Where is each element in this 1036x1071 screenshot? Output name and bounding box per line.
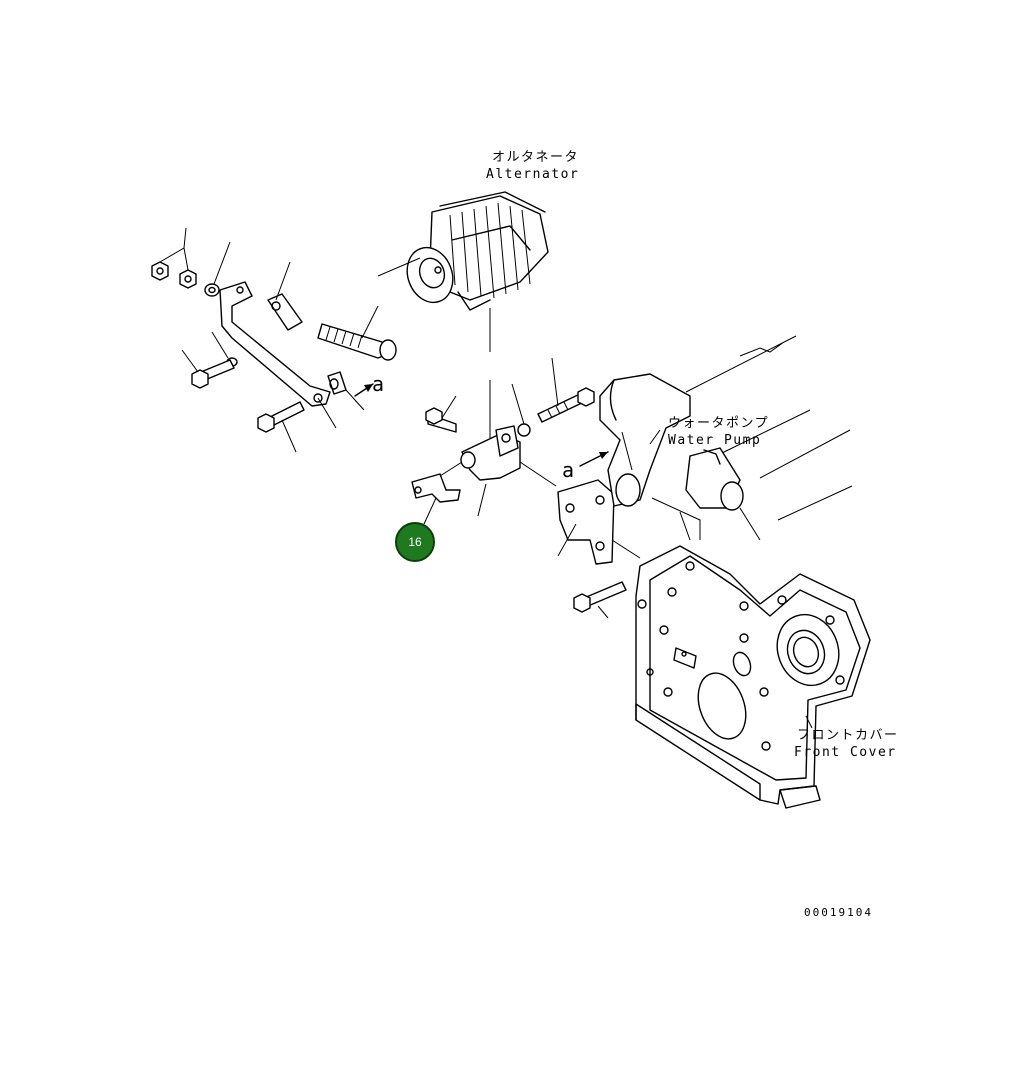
reference-mark-a: a: [372, 372, 385, 396]
water-pump-label-jp: ウォータポンプ: [668, 416, 770, 431]
water-pump-part: [599, 335, 853, 541]
upper-left-hardware: [151, 227, 397, 453]
part-callout-16[interactable]: 16: [395, 522, 435, 562]
front-cover-label-jp: フロントカバー: [797, 728, 899, 743]
alternator-part: [406, 191, 549, 311]
center-brackets: [411, 308, 641, 619]
alternator-label-en: Alternator: [486, 167, 580, 182]
reference-mark-a: a: [562, 458, 575, 482]
front-cover-part: [635, 545, 871, 809]
water-pump-label-en: Water Pump: [668, 433, 762, 448]
alternator-label-jp: オルタネータ: [492, 150, 580, 165]
drawing-number: 00019104: [804, 906, 873, 919]
alternator-leader: [377, 257, 421, 277]
front-cover-label-en: Front Cover: [794, 745, 897, 760]
